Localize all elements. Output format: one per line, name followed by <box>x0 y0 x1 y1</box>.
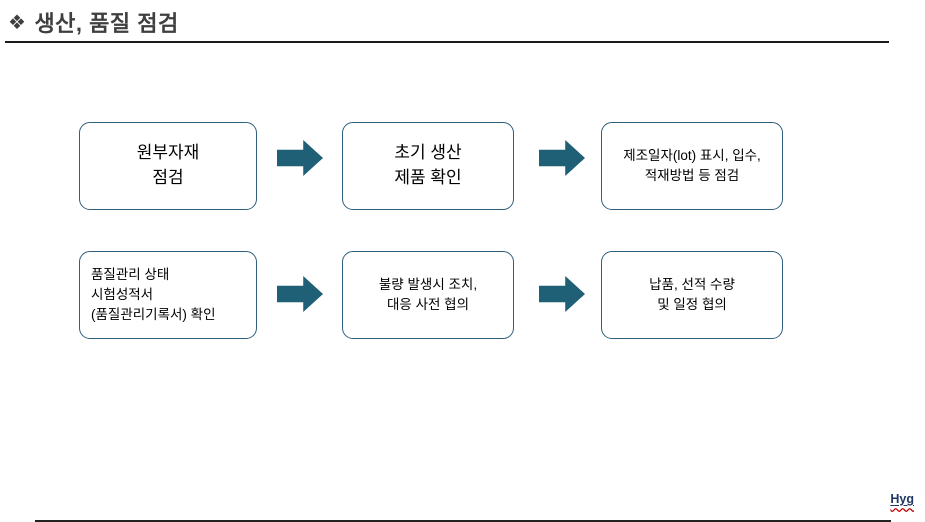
flow-box-line: 제품 확인 <box>394 168 462 187</box>
flow-box-delivery-schedule[interactable]: 납품, 선적 수량 및 일정 협의 <box>601 251 783 339</box>
page-title-text: 생산, 품질 점검 <box>34 11 179 36</box>
flow-box-line: 불량 발생시 조치, <box>378 276 478 292</box>
flow-box-line: 시험성적서 <box>91 286 154 302</box>
bottom-divider <box>35 520 891 522</box>
title-divider <box>5 41 889 43</box>
flow-box-line: 및 일정 협의 <box>657 297 727 312</box>
flow-box-line: 초기 생산 <box>394 143 462 163</box>
footer-word-spellcheck[interactable]: Hyg <box>890 492 914 506</box>
footer-word-text: Hyg <box>890 492 914 506</box>
right-arrow-icon[interactable] <box>539 140 585 176</box>
flow-box-line: 적재방법 등 점검 <box>644 168 740 183</box>
flow-box-line: 납품, 선적 수량 <box>649 276 735 292</box>
flow-box-raw-materials-check[interactable]: 원부자재 점검 <box>79 122 257 210</box>
flow-box-line: 제조일자(lot) 표시, 입수, <box>623 147 761 163</box>
flow-box-line: (품질관리기록서) 확인 <box>91 307 216 323</box>
flow-box-line: 점검 <box>152 168 184 187</box>
flow-box-line: 품질관리 상태 <box>91 266 170 282</box>
flow-box-quality-records-check[interactable]: 품질관리 상태 시험성적서 (품질관리기록서) 확인 <box>79 251 257 339</box>
diamond-bullet-icon: ❖ <box>8 11 27 34</box>
flow-box-lot-label-check[interactable]: 제조일자(lot) 표시, 입수, 적재방법 등 점검 <box>601 122 783 210</box>
flow-box-line: 대응 사전 협의 <box>386 297 470 312</box>
flow-box-defect-response[interactable]: 불량 발생시 조치, 대응 사전 협의 <box>342 251 514 339</box>
flow-box-initial-production-check[interactable]: 초기 생산 제품 확인 <box>342 122 514 210</box>
right-arrow-icon[interactable] <box>277 140 323 176</box>
flow-box-line: 원부자재 <box>136 143 200 163</box>
right-arrow-icon[interactable] <box>539 276 585 312</box>
right-arrow-icon[interactable] <box>277 276 323 312</box>
page-title[interactable]: ❖ 생산, 품질 점검 <box>8 6 179 38</box>
